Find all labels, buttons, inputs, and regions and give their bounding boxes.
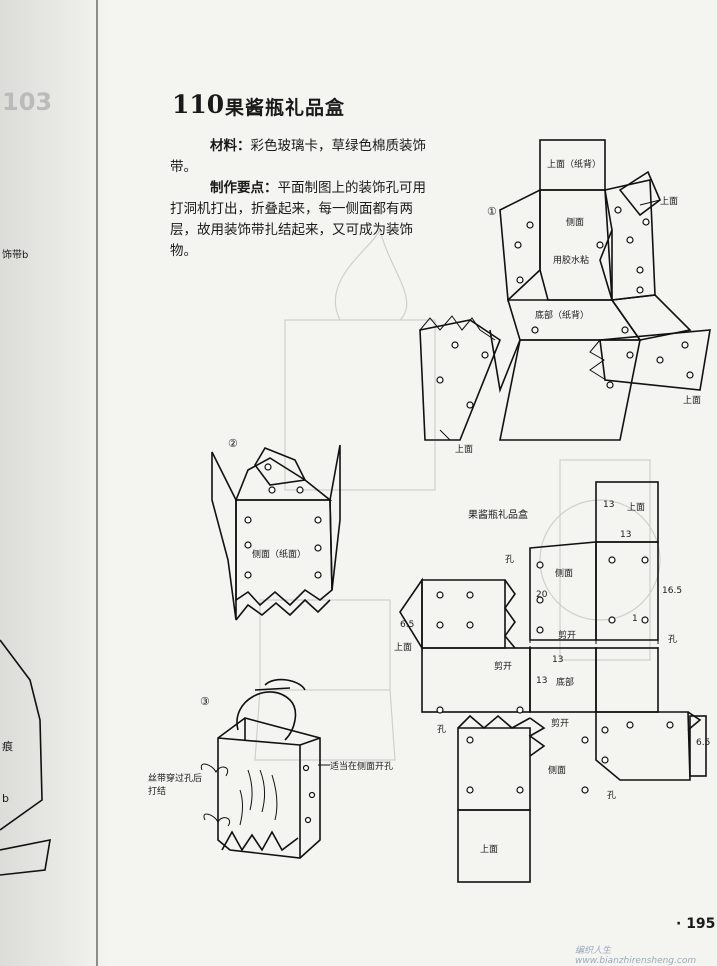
- figure-4-hole-label: 孔: [437, 725, 447, 735]
- figure-4-dimension: 6.5: [696, 738, 711, 748]
- project-title: 果酱瓶礼品盒: [225, 97, 346, 119]
- figure-4-top-panel-label: 上面: [394, 643, 413, 653]
- instructions-label: 制作要点：: [210, 180, 278, 196]
- figure-4-dimension: 20: [536, 590, 548, 600]
- figure-4-dimension: 13: [620, 530, 632, 540]
- figure-4-dimension: 13: [536, 676, 548, 686]
- figure-4-cut-label: 剪开: [494, 662, 513, 672]
- figure-4-cut-label: 剪开: [558, 631, 577, 641]
- figure-1-glue-label: 用胶水粘: [553, 256, 590, 266]
- figure-3-marker: ③: [200, 695, 210, 708]
- left-page-label: b: [2, 792, 9, 805]
- figure-3-note-left: 丝带穿过孔后打结: [148, 774, 203, 797]
- figure-2-side-label: 侧面（纸面）: [252, 550, 307, 560]
- project-number: 110: [172, 90, 225, 119]
- figure-4-hole-label: 孔: [607, 791, 617, 801]
- figure-4-cut-label: 剪开: [551, 719, 570, 729]
- figure-4-top-panel-label: 上面: [480, 845, 499, 855]
- left-page-label: 饰带b: [2, 250, 29, 261]
- figure-1-side-label: 侧面: [566, 218, 585, 228]
- instructions-text: 平面制图上的装饰孔可用打洞机打出，折叠起来，每一侧面都有两层，故用装饰带扎结起来…: [170, 180, 426, 259]
- figure-4-hole-label: 孔: [505, 555, 515, 565]
- book-spine-shadow: [0, 0, 110, 966]
- figure-4-dimension: 1: [632, 614, 638, 624]
- page-number: · 195: [676, 916, 716, 932]
- figure-4-title: 果酱瓶礼品盒: [468, 510, 528, 521]
- figure-4-dimension: 13: [603, 500, 615, 510]
- figure-1-marker: ①: [487, 205, 497, 218]
- figure-4-side-panel-label: 侧面: [555, 569, 574, 579]
- figure-2-marker: ②: [228, 437, 238, 450]
- figure-1-bottom-label: 底部（纸背）: [535, 311, 590, 321]
- figure-1-up-label: 上面: [660, 197, 679, 207]
- left-page-number: 103: [2, 88, 53, 116]
- instructions-paragraph: 制作要点：平面制图上的装饰孔可用打洞机打出，折叠起来，每一侧面都有两层，故用装饰…: [170, 178, 438, 262]
- figure-4-hole-label: 孔: [668, 635, 678, 645]
- figure-3-note-right: 适当在侧面开孔: [330, 762, 394, 772]
- figure-1-up-label: 上面: [683, 396, 702, 406]
- materials-paragraph: 材料：彩色玻璃卡，草绿色棉质装饰带。: [170, 136, 438, 178]
- figure-4-dimension: 16.5: [662, 586, 683, 596]
- figure-1-up-label: 上面: [455, 445, 474, 455]
- left-page-label: 痕: [2, 740, 13, 753]
- book-gutter-line: [96, 0, 98, 966]
- figure-4-top-panel-label: 上面: [627, 503, 646, 513]
- materials-label: 材料：: [210, 138, 251, 154]
- figure-4-side-panel-label: 侧面: [548, 766, 567, 776]
- figure-4-dimension: 13: [552, 655, 564, 665]
- materials-text: 彩色玻璃卡，草绿色棉质装饰带。: [170, 138, 426, 175]
- figure-4-dimension: 6.5: [400, 620, 415, 630]
- watermark: 编织人生 www.bianzhirensheng.com: [575, 946, 697, 966]
- figure-1-top-label: 上面（纸背）: [547, 160, 602, 170]
- figure-4-bottom-panel-label: 底部: [556, 678, 575, 688]
